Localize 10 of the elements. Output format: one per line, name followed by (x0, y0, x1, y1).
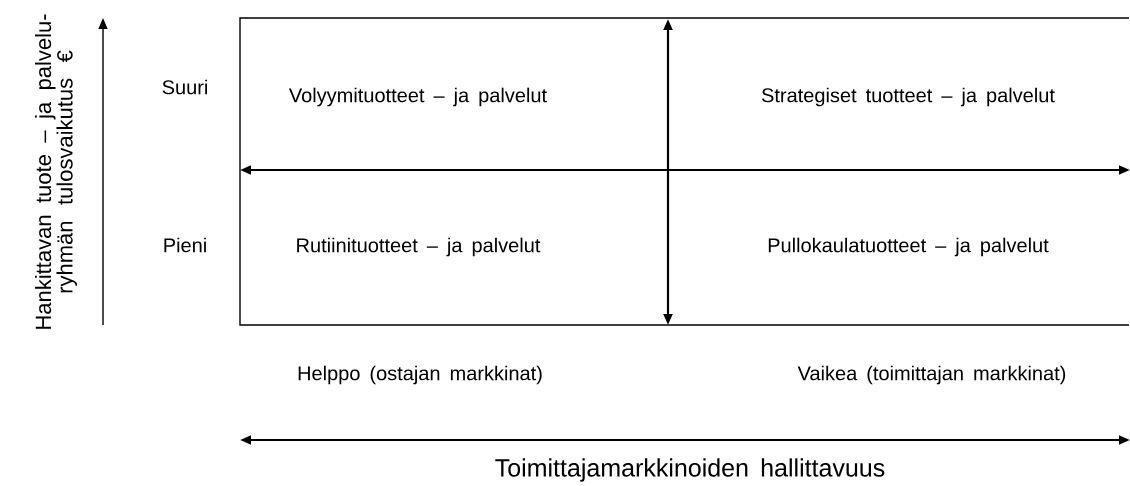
quadrant-label: Volyymituotteet – ja palvelut (289, 87, 547, 107)
quadrant-label: Strategiset tuotteet – ja palvelut (761, 87, 1055, 107)
axis-title: Toimittajamarkkinoiden hallittavuus (495, 458, 885, 482)
column-label: Helppo (ostajan markkinat) (298, 365, 542, 385)
column-label: Vaikea (toimittajan markkinat) (797, 365, 1066, 385)
quadrant-label: Pullokaulatuotteet – ja palvelut (768, 237, 1049, 257)
row-label: Pieni (164, 237, 206, 253)
axis-title: Hankittavan tuote – ja palvelu- ryhmän tulosvaikutus € (35, 14, 77, 329)
row-label: Suuri (162, 79, 207, 95)
quadrant-label: Rutiinituotteet – ja palvelut (297, 237, 541, 257)
